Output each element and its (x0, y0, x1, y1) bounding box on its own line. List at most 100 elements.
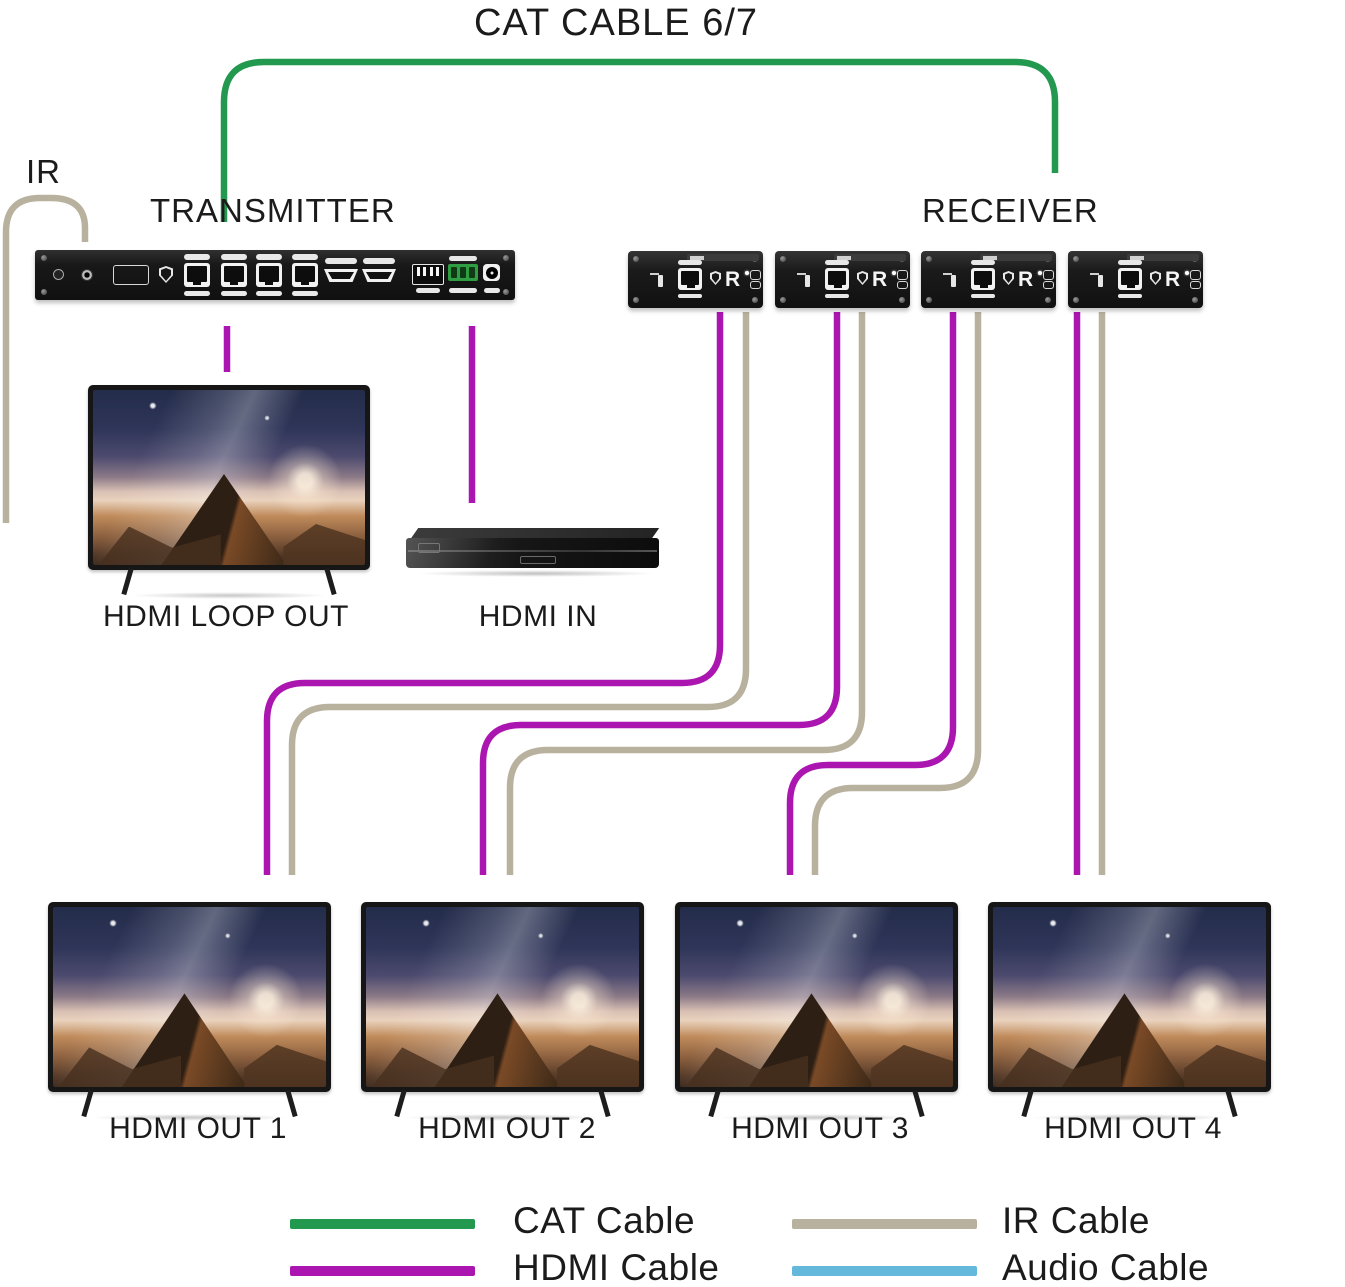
ir-label: IR (26, 153, 61, 190)
model-strip (834, 254, 906, 261)
rj45-port-icon (971, 268, 995, 290)
receiver-label: RECEIVER (922, 192, 1099, 229)
port-label-pill (449, 288, 477, 293)
tv-screen (366, 907, 639, 1087)
port-label-pill (221, 254, 247, 260)
led-icon (1038, 271, 1042, 275)
led-icon (1185, 271, 1189, 275)
rj45-port-icon (221, 263, 247, 287)
tv-screen (53, 907, 326, 1087)
receiver-device-4: R (1068, 251, 1203, 308)
ir-cable-receiver-3 (811, 312, 982, 875)
model-strip (1127, 254, 1199, 261)
hdmi-port-icon (362, 269, 396, 282)
receiver-device-1: R (628, 251, 763, 308)
hdmi-port-icon (324, 269, 358, 282)
screw-icon (503, 289, 509, 295)
spec-badge-icon (750, 270, 761, 280)
cable-casing (476, 312, 844, 875)
ir-cable-transmitter (2, 194, 89, 523)
port-label-pill (184, 254, 210, 260)
ir-cable-receiver-1 (288, 312, 750, 875)
hdmi-out-1-label: HDMI OUT 1 (109, 1112, 287, 1145)
shield-badge-icon (1003, 271, 1014, 285)
tv-screen (993, 907, 1266, 1087)
toggle-icon (951, 275, 956, 287)
led-icon (892, 271, 896, 275)
dc-power-jack-icon (483, 264, 500, 281)
hdmi-out-4-label: HDMI OUT 4 (1044, 1112, 1222, 1145)
shield-badge-icon (710, 271, 721, 285)
port-label-pill (292, 291, 318, 296)
spec-badge-icon (750, 281, 761, 289)
ir-out-jack-icon (81, 269, 93, 281)
rj45-port-icon (1118, 268, 1142, 290)
legend-swatch-cat-cable (290, 1219, 475, 1229)
diagram-title: CAT CABLE 6/7 (473, 2, 759, 44)
hdmi-out-3-label: HDMI OUT 3 (731, 1112, 909, 1145)
toggle-icon (1098, 275, 1103, 287)
spec-badge-icon (1190, 281, 1201, 289)
legend-label-hdmi-cable: HDMI Cable (513, 1247, 720, 1287)
legend-swatch-audio-cable (792, 1266, 977, 1276)
receiver-r-mark: R (1165, 268, 1181, 291)
shield-badge-icon (857, 271, 868, 285)
toggle-icon (805, 275, 810, 287)
shield-badge-icon (1150, 271, 1161, 285)
port-label-pill (363, 258, 395, 264)
receiver-r-mark: R (872, 268, 888, 291)
spec-badge-icon (897, 281, 908, 289)
port-label-pill (484, 288, 500, 293)
tv-hdmi-out-2 (361, 902, 644, 1121)
rj45-port-icon (184, 263, 210, 287)
port-label-pill (292, 254, 318, 260)
led-icon (745, 271, 749, 275)
model-strip (980, 254, 1052, 261)
receiver-r-mark: R (725, 268, 741, 291)
hdmi-in-label: HDMI IN (478, 600, 598, 633)
legend-label-cat-cable: CAT Cable (513, 1200, 696, 1241)
spec-badge-icon (1043, 270, 1054, 280)
tv-hdmi-out-1 (48, 902, 331, 1121)
legend-label-audio-cable: Audio Cable (1002, 1247, 1210, 1287)
tv-screen (93, 390, 365, 565)
dip-switch-icon (412, 264, 444, 285)
rj45-port-icon (825, 268, 849, 290)
transmitter-device (35, 250, 515, 300)
port-label-pill (416, 288, 440, 293)
spec-badge-icon (897, 270, 908, 280)
reset-button-icon (53, 269, 64, 280)
toggle-icon (658, 275, 663, 287)
tv-hdmi-out-3 (675, 902, 958, 1121)
dvd-player (406, 528, 660, 577)
screw-icon (41, 289, 47, 295)
hdmi-cable-receiver-2 (479, 312, 841, 875)
hdmi-logo-badge-icon (113, 265, 149, 285)
cable-casing (503, 312, 869, 875)
receiver-r-mark: R (1018, 268, 1034, 291)
port-label-pill (256, 291, 282, 296)
model-strip (687, 254, 759, 261)
rj45-port-icon (678, 268, 702, 290)
screw-icon (41, 255, 47, 261)
disc-tray (519, 556, 556, 564)
screw-icon (503, 255, 509, 261)
legend-swatch-hdmi-cable (290, 1266, 475, 1276)
spec-badge-icon (1043, 281, 1054, 289)
legend-swatch-ir-cable (792, 1219, 977, 1229)
hdmi-cable-receiver-1 (263, 312, 724, 875)
tv-hdmi-out-4 (988, 902, 1271, 1121)
rj45-port-icon (256, 263, 282, 287)
dvd-logo-icon (418, 543, 440, 553)
spec-badge-icon (1190, 270, 1201, 280)
cat-cable (220, 58, 1059, 222)
tv-hdmi-loop-out (88, 385, 370, 599)
port-label-pill (221, 291, 247, 296)
hdmi-loop-out-label: HDMI LOOP OUT (103, 600, 349, 633)
port-label-pill (184, 291, 210, 296)
rs232-terminal-icon (448, 264, 478, 281)
receiver-device-3: R (921, 251, 1056, 308)
rj45-port-icon (292, 263, 318, 287)
